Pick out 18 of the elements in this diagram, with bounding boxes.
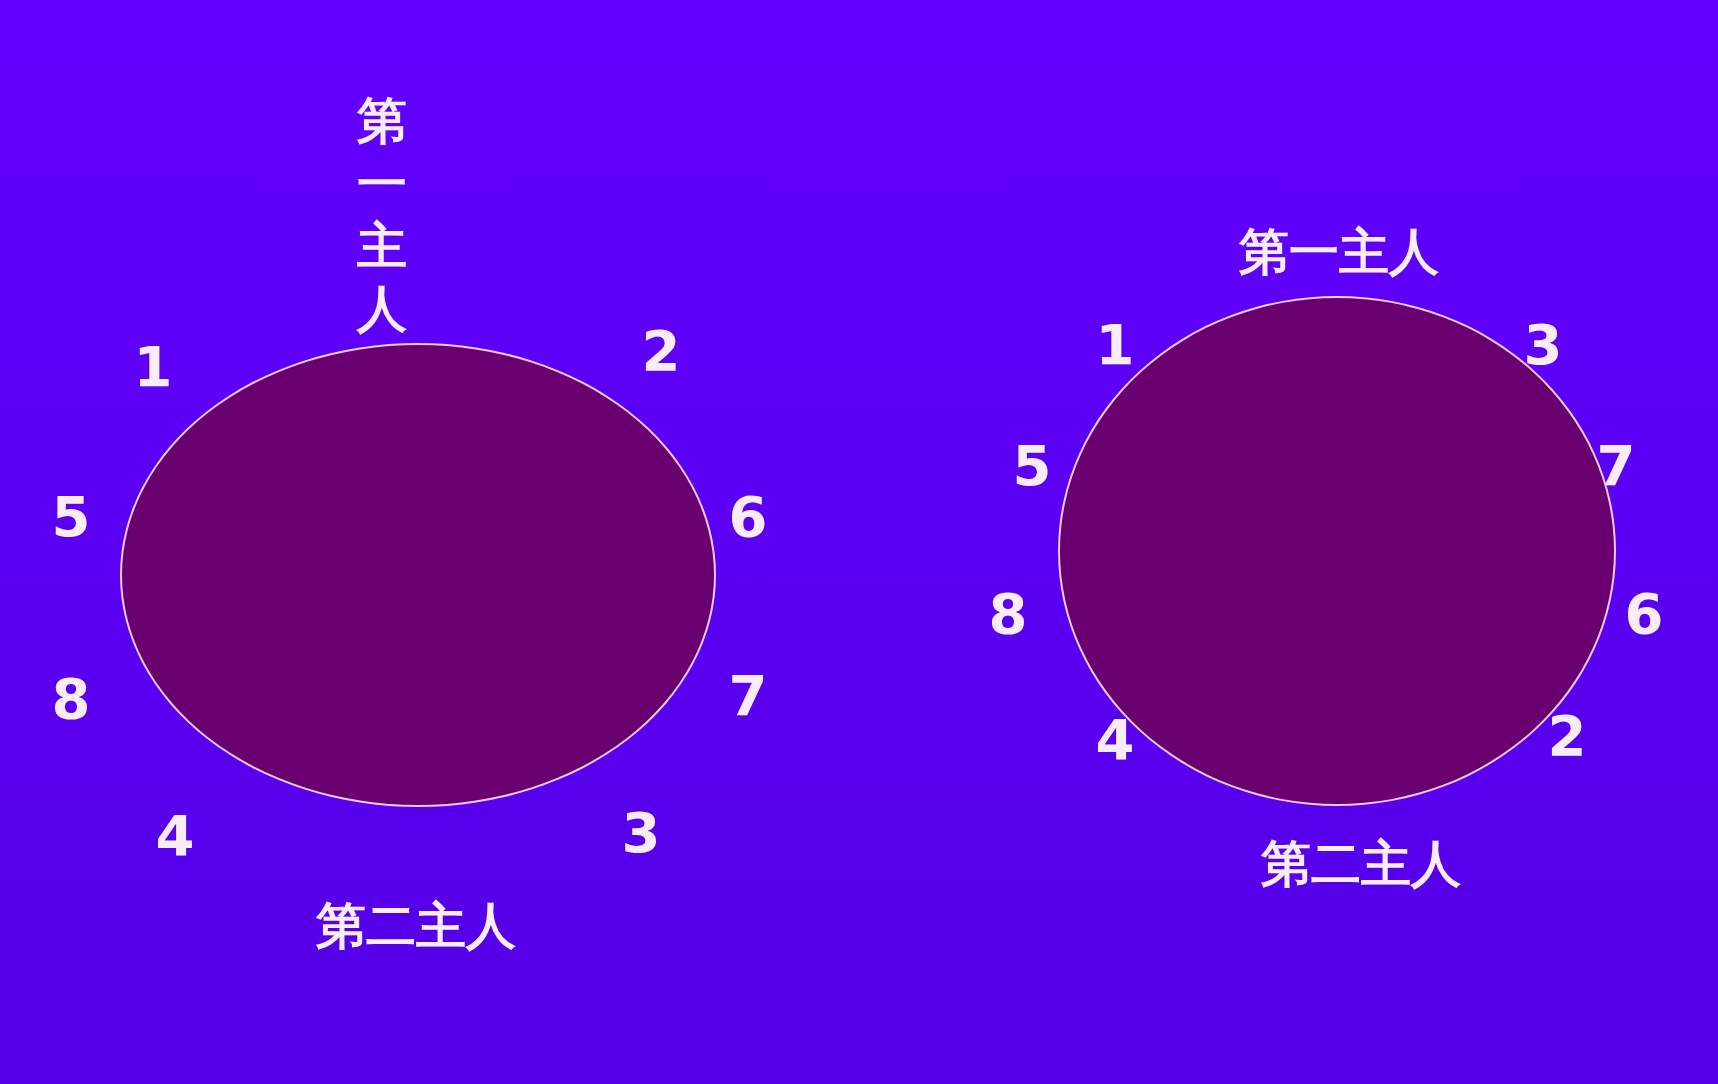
seat-number: 5 [1012,438,1052,494]
seat-number: 3 [621,805,661,861]
seat-number: 2 [1547,708,1587,764]
seat-number: 1 [133,339,173,395]
host-label: 第一主人 [357,91,407,340]
seat-number: 1 [1095,317,1135,373]
seat-number: 7 [1596,438,1636,494]
host-label: 第二主人 [316,901,516,951]
seat-number: 3 [1523,317,1563,373]
seat-number: 5 [51,489,91,545]
seat-number: 4 [155,808,195,864]
seat-number: 4 [1095,712,1135,768]
seat-number: 2 [641,323,681,379]
seat-number: 8 [51,671,91,727]
seat-number: 7 [728,668,768,724]
seat-number: 8 [988,586,1028,642]
seat-number: 6 [728,489,768,545]
seat-number: 6 [1624,586,1664,642]
